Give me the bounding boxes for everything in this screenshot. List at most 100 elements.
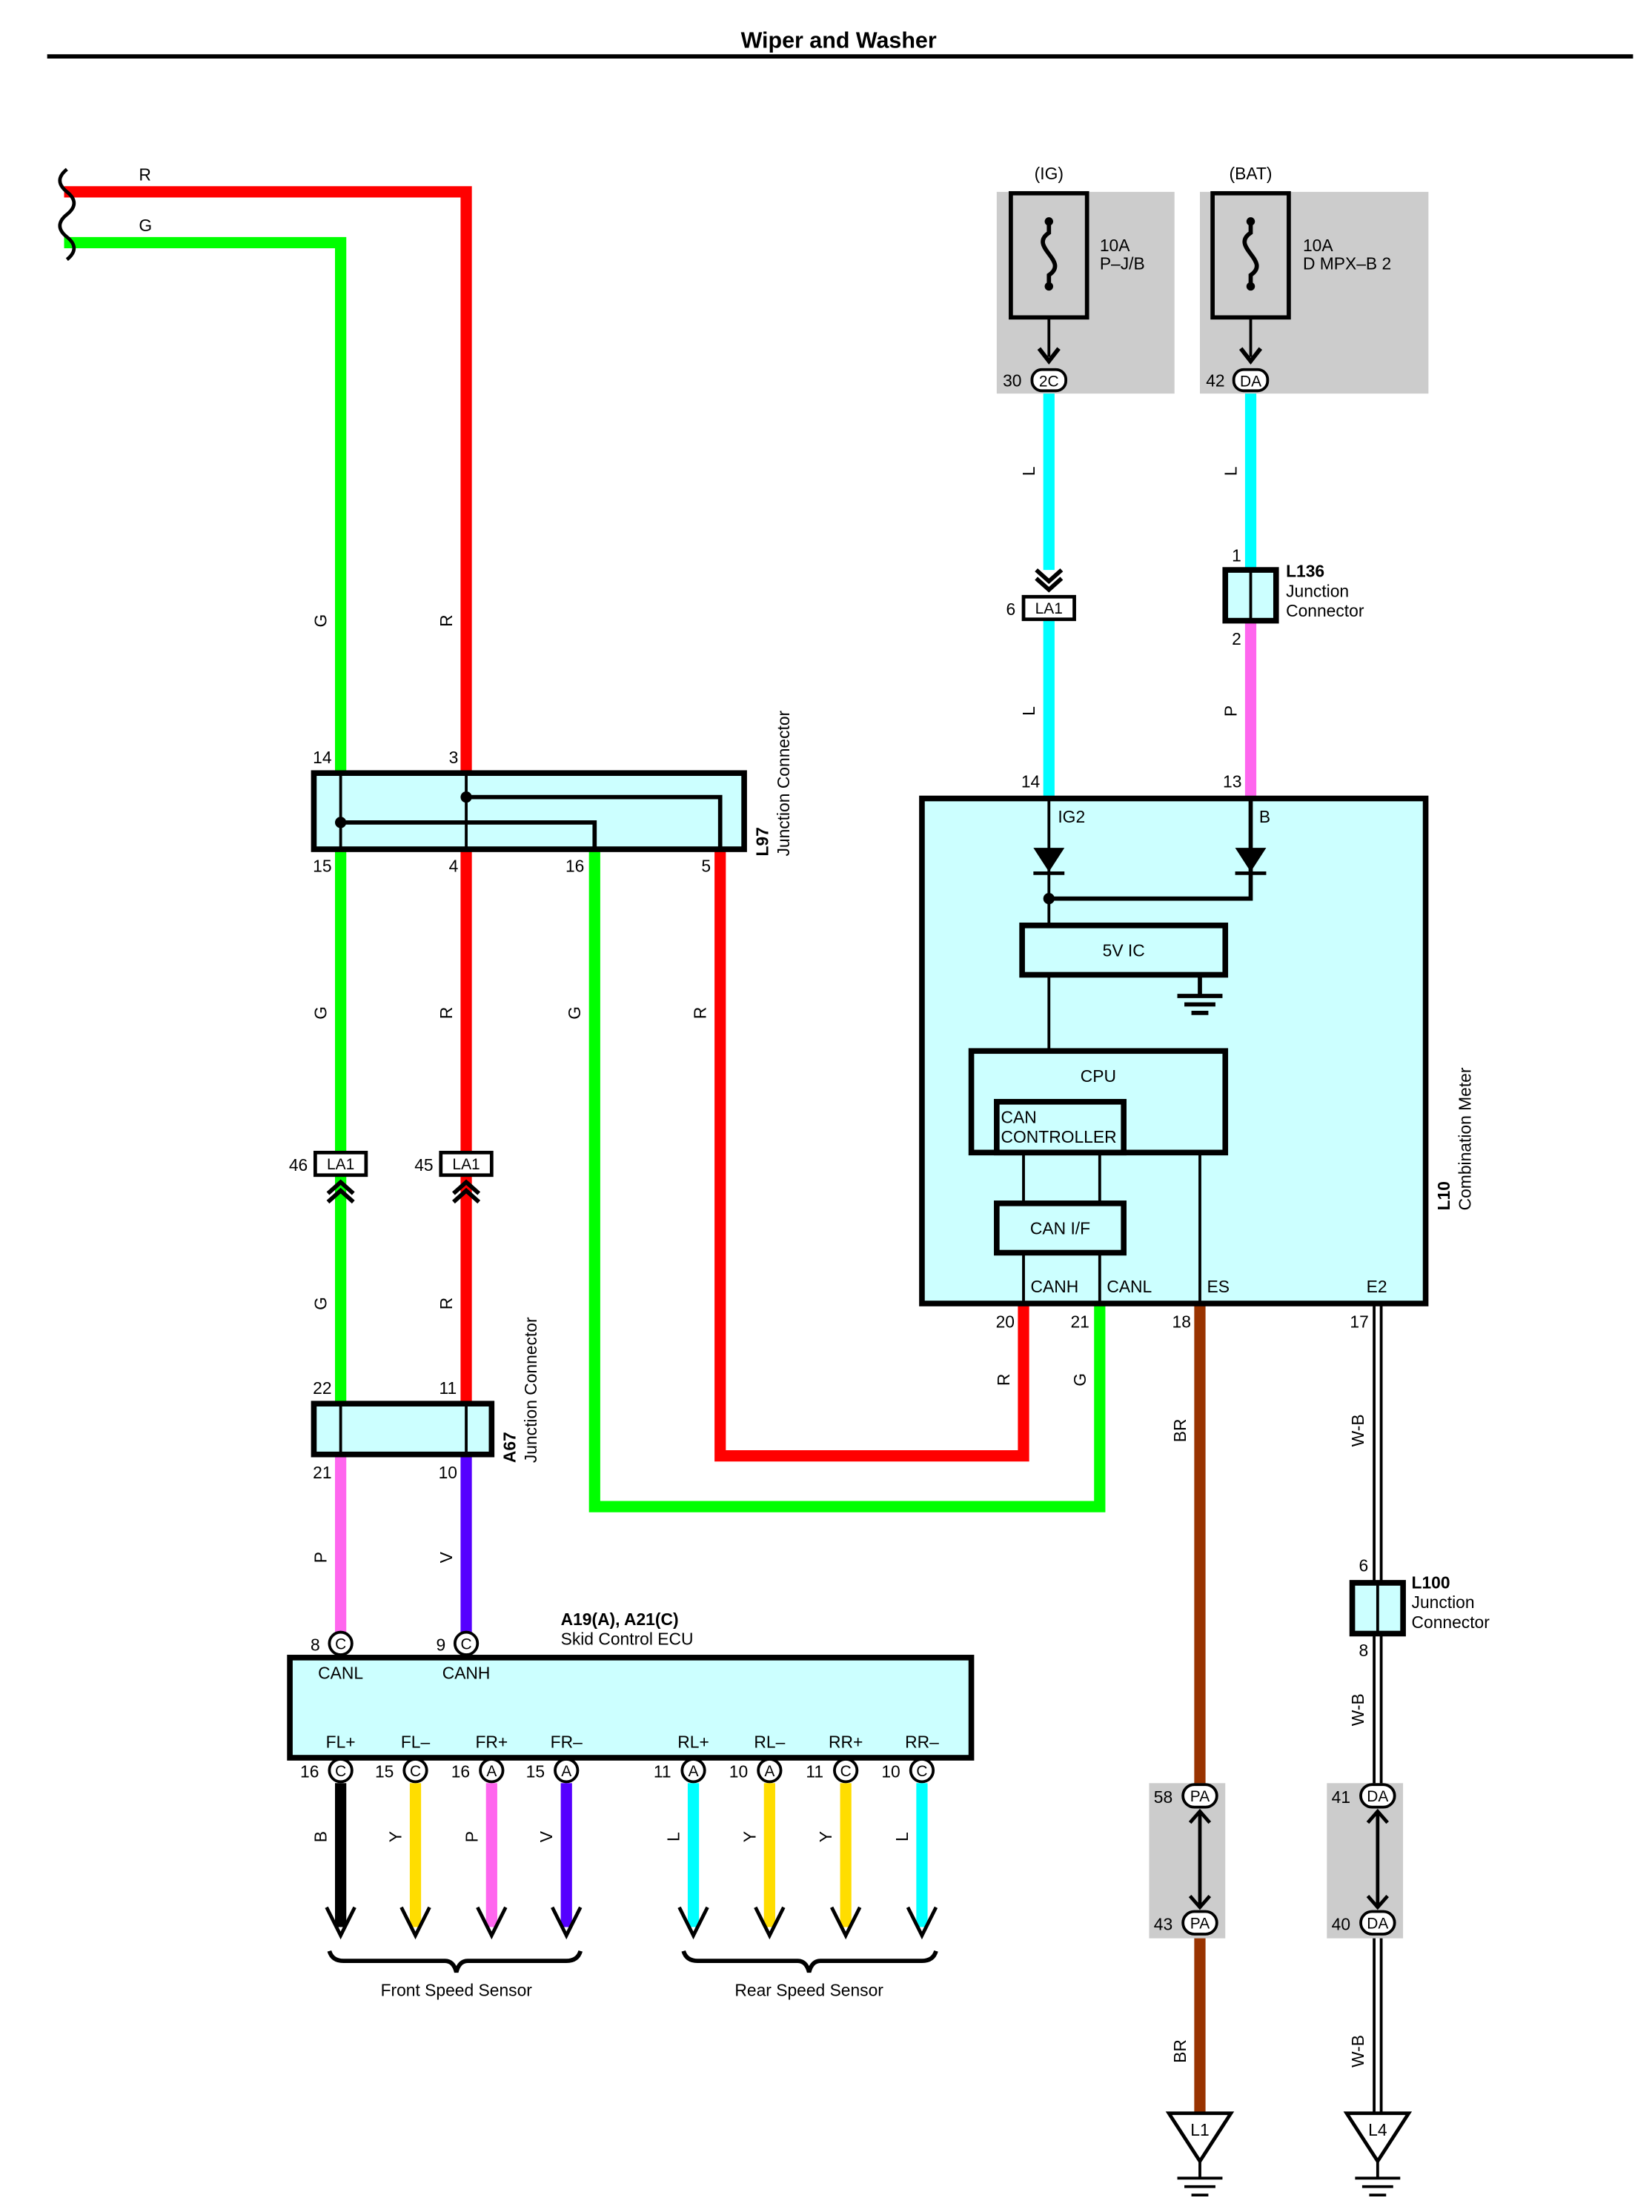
page-title: Wiper and Washer: [741, 28, 937, 53]
pa-terminal-bottom: [1181, 1910, 1218, 1936]
l100-line2: Connector: [1412, 1612, 1490, 1632]
la1-ig-label: LA1: [1035, 600, 1063, 617]
l97-pin-3: 3: [449, 748, 459, 767]
wire-label-wb-3: W-B: [1348, 2035, 1367, 2067]
wire-label-g-4: G: [565, 1006, 584, 1020]
ecu-canh-pin: 9: [436, 1635, 445, 1654]
fuse-ig-terminal-label: 2C: [1039, 373, 1059, 391]
fuse-ig-arrow: [1037, 347, 1061, 365]
la1-connector-g: LA1 46: [289, 1150, 368, 1204]
da-terminal-top: [1359, 1783, 1396, 1809]
a67-pin-11: 11: [439, 1378, 457, 1398]
ecu-output-arrow-4: [677, 1906, 709, 1940]
ecu-output-terminal-2: [479, 1758, 505, 1784]
l97-pin-4: 4: [449, 856, 459, 875]
wire-label-br-2: BR: [1170, 2039, 1190, 2063]
ecu-output-terminal-3: [554, 1758, 580, 1784]
meter-pin-canl: 21: [1070, 1312, 1089, 1331]
ecu-output-terminal-0: [328, 1758, 354, 1784]
ecu-output-label-0: FL+: [326, 1733, 356, 1752]
ecu-output-terminal-4-letter: A: [689, 1763, 699, 1780]
la1-ig-body: [1021, 594, 1076, 622]
ecu-output-wire-label-7: L: [892, 1832, 912, 1841]
can-controller-label1: CAN: [1001, 1107, 1037, 1126]
la1-connector-r: LA1 45: [414, 1150, 494, 1204]
fuse-bat-terminal-label: DA: [1240, 373, 1261, 391]
ground-l4-icon: [1343, 2111, 1413, 2165]
break-mark-icon: [58, 167, 76, 262]
ecu-output-label-4: RL+: [677, 1733, 709, 1752]
a67-pin-21: 21: [313, 1463, 331, 1482]
ground-l1-label: L1: [1190, 2120, 1209, 2139]
la1-r-chevron: [452, 1179, 481, 1204]
pa-link-arrows: [1188, 1808, 1212, 1910]
la1-ig-chevron: [1035, 568, 1064, 593]
wire-label-g-3: G: [311, 1297, 331, 1310]
ground-l1-icon: [1165, 2111, 1235, 2165]
meter-pin-canh: 20: [996, 1312, 1015, 1331]
skid-control-ecu: A19(A), A21(C) Skid Control ECU CANL CAN…: [287, 1610, 975, 1761]
wire-label-v-can: V: [437, 1551, 456, 1563]
wire-label-g-1: G: [311, 614, 331, 628]
l100-pin-bottom: 8: [1359, 1641, 1368, 1660]
ecu-output-pin-3: 15: [526, 1762, 545, 1781]
ground-l1-earth: [1177, 2161, 1223, 2197]
ecu-output-wire-label-4: L: [664, 1832, 683, 1841]
pa-pin-top: 58: [1154, 1787, 1172, 1807]
da-pin-top: 41: [1332, 1787, 1350, 1807]
wire-g-top: [64, 236, 347, 774]
l97-node-g: [335, 817, 347, 828]
front-speed-sensor-label: Front Speed Sensor: [381, 1981, 533, 2000]
meter-id: L10: [1434, 1181, 1453, 1210]
fuse-bat-dot-bottom: [1246, 282, 1255, 291]
meter-name: Combination Meter: [1455, 1067, 1474, 1210]
l97-pin-16: 16: [565, 856, 584, 875]
wires: [64, 186, 1383, 2113]
ecu-output-terminal-4: [680, 1758, 706, 1784]
ecu-output-wire-label-5: Y: [740, 1831, 759, 1842]
ecu-output-label-1: FL–: [401, 1733, 431, 1752]
a67-id: A67: [500, 1432, 520, 1463]
wire-label-g-2: G: [311, 1006, 331, 1020]
ecu-output-terminal-3-letter: A: [561, 1763, 571, 1780]
pa-pin-bottom: 43: [1154, 1914, 1172, 1933]
ecu-id: A19(A), A21(C): [561, 1610, 679, 1629]
meter-term-b: B: [1259, 807, 1270, 826]
ecu-output-pin-5: 10: [729, 1762, 748, 1781]
a67-name: Junction Connector: [521, 1317, 540, 1463]
l136-pin-bottom: 2: [1232, 629, 1241, 648]
wire-r-loop: [714, 849, 1029, 1462]
ic-block: [1019, 923, 1229, 978]
ecu-output-label-7: RR–: [905, 1733, 939, 1752]
l97-pin-15: 15: [313, 856, 331, 875]
meter-term-ig2: IG2: [1058, 807, 1085, 826]
ecu-output-arrow-6: [829, 1906, 862, 1940]
ecu-output-arrow-2: [476, 1906, 508, 1940]
meter-pin-es: 18: [1172, 1312, 1191, 1331]
meter-pin-ig2: 14: [1021, 771, 1041, 791]
fuse-ig-dot-top: [1044, 217, 1053, 226]
ecu-output-arrow-7: [906, 1906, 938, 1940]
fuse-bat-pin: 42: [1206, 371, 1224, 391]
pa-terminal-top-letter: PA: [1190, 1788, 1210, 1805]
ecu-output-arrow-0: [325, 1906, 356, 1940]
la1-g-label: LA1: [327, 1156, 354, 1173]
pa-terminal-top: [1181, 1783, 1218, 1809]
ecu-canl-terminal: [328, 1630, 354, 1656]
fuse-ig-supply: (IG): [1035, 164, 1064, 183]
ecu-output-terminal-2-letter: A: [486, 1763, 497, 1780]
ecu-output-wire-label-3: V: [537, 1830, 556, 1842]
l100-line1: Junction: [1412, 1592, 1475, 1612]
wire-label-r-5: R: [994, 1374, 1013, 1386]
ecu-output-wire-label-1: Y: [385, 1831, 405, 1842]
l97-branch-g: [340, 820, 597, 850]
a67-junction-connector: 22 11 21 10 A67 Junction Connector: [311, 1317, 540, 1482]
la1-g-pin: 46: [289, 1155, 308, 1175]
fuse-ig: (IG) 10A P–J/B 30 2C: [996, 164, 1175, 394]
wire-label-p-bat: P: [1221, 705, 1240, 717]
ecu-output-wire-label-0: B: [311, 1831, 331, 1842]
fuse-bat-shade: [1199, 191, 1429, 394]
l136-id: L136: [1286, 562, 1324, 581]
ecu-output-pin-0: 16: [300, 1762, 319, 1781]
